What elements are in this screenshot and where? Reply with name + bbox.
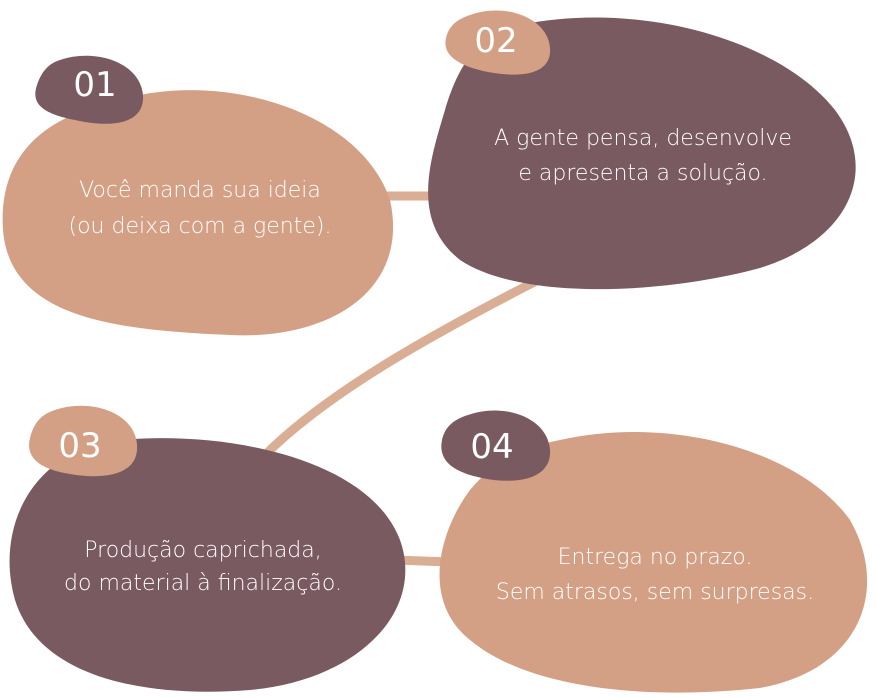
step-1-number: 01 [73,65,116,105]
step-4-text-line-2: Sem atrasos, sem surpresas. [496,580,814,605]
step-4-text-line-1: Entrega no prazo. [558,545,753,570]
step-3-blob [9,438,406,692]
step-2-text-line-2: e apresenta a solução. [518,161,767,186]
step-4-number: 04 [470,427,513,467]
step-3-text-line-1: Produção caprichada, [84,538,322,563]
step-1-blob [2,90,394,336]
step-3-number: 03 [58,426,101,466]
step-2-text-line-1: A gente pensa, desenvolve [494,126,792,151]
step-3-text-line-2: do material à finalização. [64,571,342,596]
step-2-badge [445,10,551,75]
step-4: 04 Entrega no prazo. Sem atrasos, sem su… [439,410,868,693]
step-1-text-line-2: (ou deixa com a gente). [69,214,332,239]
step-4-blob [439,431,868,693]
step-4-badge [441,410,551,481]
step-1: 01 Você manda sua ideia (ou deixa com a … [2,55,394,336]
step-3-badge [29,405,138,477]
step-3: 03 Produção caprichada, do material à fi… [9,405,406,692]
step-1-text-line-1: Você manda sua ideia [79,178,321,203]
step-2: 02 A gente pensa, desenvolve e apresenta… [428,10,856,290]
step-1-badge [35,55,144,124]
step-2-blob [428,17,856,290]
connector-2-3 [260,270,553,460]
step-2-number: 02 [474,21,517,61]
